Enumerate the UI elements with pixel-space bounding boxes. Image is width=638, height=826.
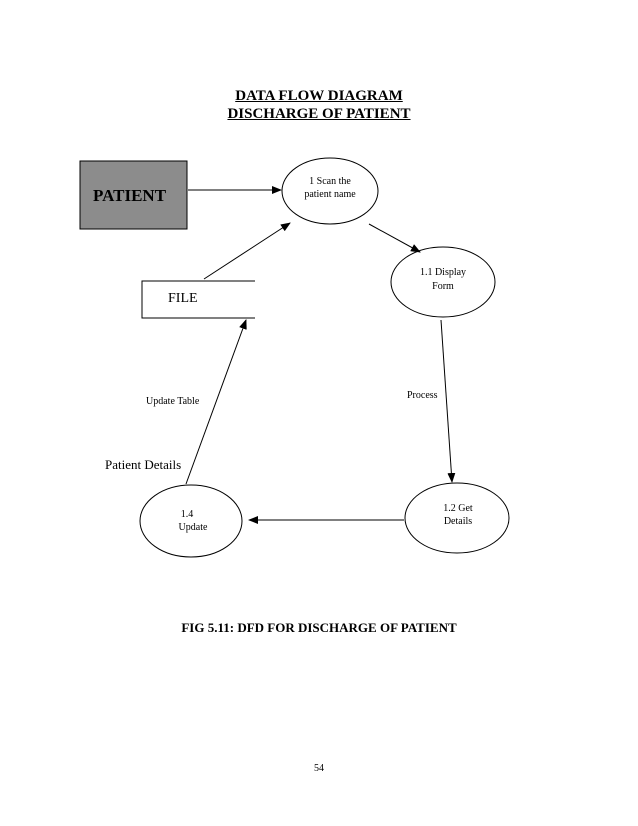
process-get-details-circle xyxy=(404,482,510,554)
entity-patient-box xyxy=(79,160,188,230)
datastore-file: FILE xyxy=(141,280,255,319)
process-display-form-line2: Form xyxy=(432,281,454,292)
process-update: 1.4 Update xyxy=(139,484,243,558)
flow-display-to-get-details xyxy=(440,319,456,483)
process-get-details-line1: 1.2 Get xyxy=(443,503,473,514)
flow-scan-to-display xyxy=(368,223,421,253)
entity-patient-label: PATIENT xyxy=(93,186,167,205)
process-scan-patient-name: 1 Scan the patient name xyxy=(281,157,379,225)
process-update-circle xyxy=(139,484,243,558)
process-update-line1: 1.4 xyxy=(181,509,194,520)
diagram-title-line2: DISCHARGE OF PATIENT xyxy=(227,106,411,122)
process-update-line2: Update xyxy=(179,522,208,533)
flow-label-patient-details: Patient Details xyxy=(105,457,181,472)
process-scan-patient-name-line2: patient name xyxy=(304,189,356,200)
datastore-file-label: FILE xyxy=(168,291,198,306)
flow-update-to-file xyxy=(185,319,247,485)
process-get-details-line2: Details xyxy=(444,516,472,527)
diagram-title-line1: DATA FLOW DIAGRAM xyxy=(235,88,403,104)
process-display-form-circle xyxy=(390,246,496,318)
process-scan-patient-name-circle xyxy=(281,157,379,225)
process-scan-patient-name-line1: 1 Scan the xyxy=(309,176,351,187)
flow-label-update-table: Update Table xyxy=(146,396,200,407)
datastore-file-outline xyxy=(141,280,255,319)
flow-label-process: Process xyxy=(407,390,438,401)
page-number: 54 xyxy=(314,763,324,774)
process-get-details: 1.2 Get Details xyxy=(404,482,510,554)
flow-file-to-scan xyxy=(203,222,291,280)
process-display-form: 1.1 Display Form xyxy=(390,246,496,318)
entity-patient: PATIENT xyxy=(79,160,188,230)
process-display-form-line1: 1.1 Display xyxy=(420,267,466,278)
figure-caption: FIG 5.11: DFD FOR DISCHARGE OF PATIENT xyxy=(181,620,457,635)
